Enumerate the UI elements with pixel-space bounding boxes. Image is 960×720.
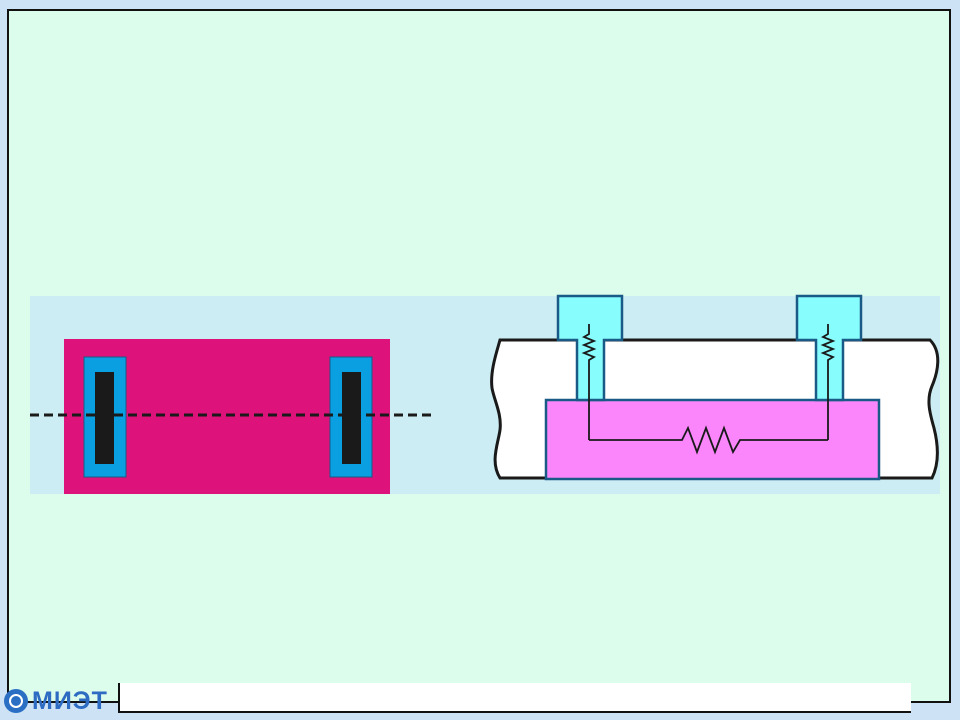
logo: МИЭТ (4, 686, 108, 716)
body-resistance-symbol (589, 425, 828, 455)
right-contact-metal (342, 372, 361, 464)
resistor-top-view (30, 296, 490, 494)
logo-text: МИЭТ (32, 686, 108, 715)
right-contact-resistance-symbol (820, 324, 836, 440)
resistor-cross-section (490, 294, 940, 494)
left-contact-resistance-symbol (581, 324, 597, 440)
footer-bar (118, 683, 911, 713)
institute-emblem-icon (4, 689, 28, 713)
left-contact-metal (95, 372, 114, 464)
